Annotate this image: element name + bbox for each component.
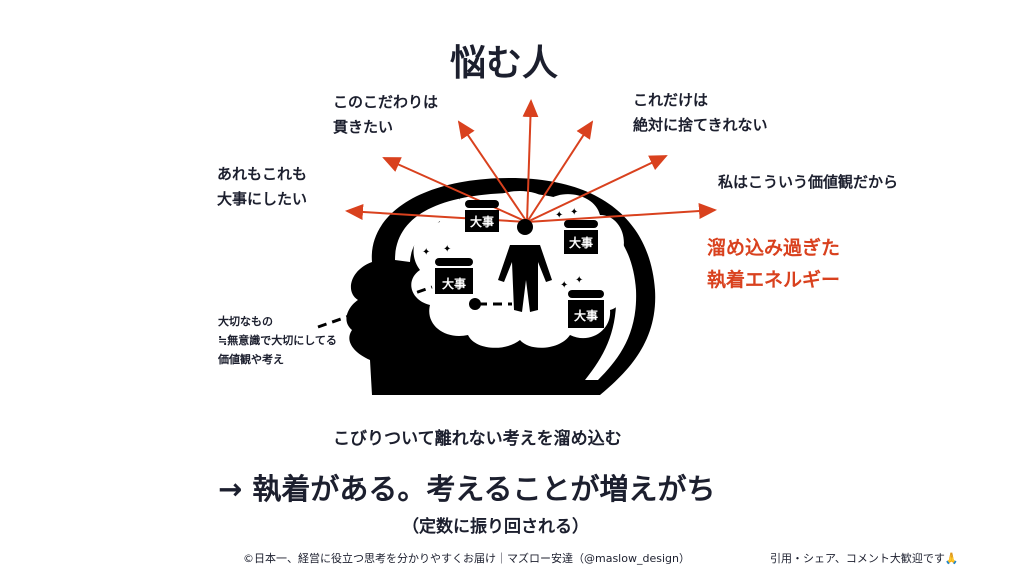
treasure-box: 大事 (568, 290, 604, 328)
arrow (526, 203, 717, 223)
skull-gap (395, 192, 637, 380)
treasure-box: 大事 (564, 220, 598, 254)
page-title: 悩む人 (450, 43, 559, 84)
arrow (522, 99, 539, 223)
label-center-top: このこだわりは貫きたい (333, 93, 439, 136)
treasure-box: 大事 (435, 258, 473, 294)
bottom-main: → 執着がある。考えることが増えがち (218, 472, 716, 506)
footer-credit: ©日本一、経営に役立つ思考を分かりやすくお届け｜マズロー安達（@maslow_d… (243, 552, 690, 565)
label-red: 溜め込み過ぎた執着エネルギー (707, 237, 841, 291)
box-label: 大事 (470, 214, 494, 229)
bottom-subtitle: こびりついて離れない考えを溜め込む (333, 429, 622, 449)
svg-text:✦: ✦ (470, 187, 478, 198)
sparkle-icons: ✦ ✦ ✦ ✦ ✦ ✦ ✦ ✦ (422, 187, 583, 291)
label-right-top: これだけは絶対に捨てきれない (633, 91, 768, 134)
arrow (526, 155, 668, 223)
box-label: 大事 (442, 276, 466, 291)
arrow (382, 157, 528, 223)
svg-text:✦: ✦ (560, 280, 568, 291)
svg-text:✦: ✦ (555, 210, 563, 221)
arrow (526, 120, 594, 223)
label-left-top: あれもこれも大事にしたい (217, 165, 308, 208)
bottom-paren: （定数に振り回される） (402, 517, 589, 537)
arrow (457, 120, 528, 223)
svg-text:✦: ✦ (455, 192, 463, 203)
svg-text:✦: ✦ (422, 247, 430, 258)
svg-text:✦: ✦ (570, 207, 578, 218)
treasure-box: 大事 (465, 200, 499, 232)
footer-share: 引用・シェア、コメント大歓迎です🙏 (770, 552, 959, 565)
svg-text:✦: ✦ (575, 275, 583, 286)
person-icon (498, 219, 552, 312)
box-label: 大事 (569, 235, 593, 250)
svg-text:✦: ✦ (443, 244, 451, 255)
label-left-small: 大切なもの≒無意識で大切にしてる価値観や考え (218, 315, 337, 366)
box-label: 大事 (574, 308, 598, 323)
label-right-mid: 私はこういう価値観だから (718, 173, 899, 191)
